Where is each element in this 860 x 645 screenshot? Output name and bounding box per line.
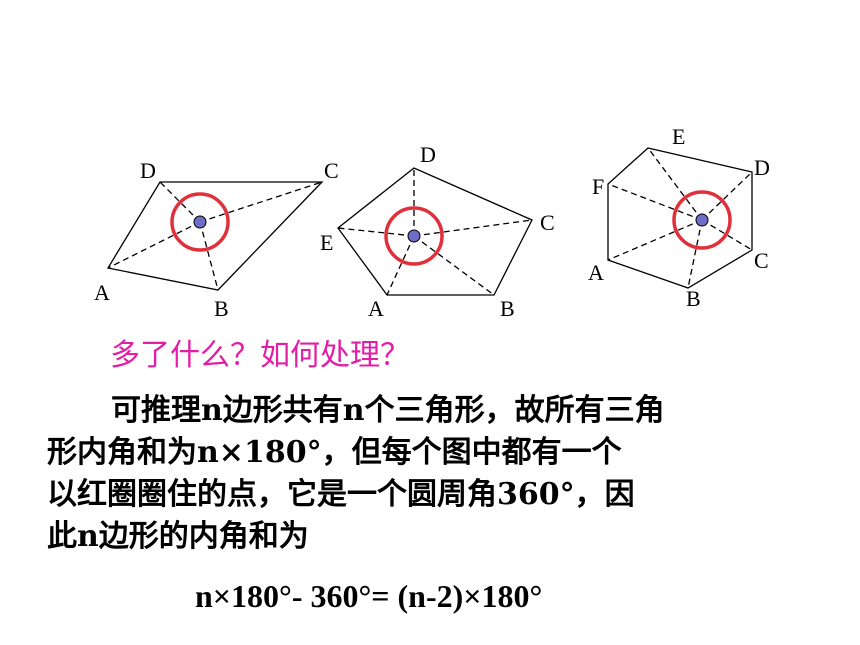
quad-dash-a xyxy=(107,221,201,269)
quad-dash-b xyxy=(199,221,219,291)
quad-label-a: A xyxy=(94,280,110,305)
polygon-figures: A B C D A B C D E xyxy=(94,124,770,321)
hex-dash-b xyxy=(687,219,703,289)
pent-label-b: B xyxy=(500,296,515,321)
quad-dash-c xyxy=(199,181,323,223)
explanation-paragraph: 可推理n边形共有n个三角形，故所有三角 形内角和为n×180°，但每个图中都有一… xyxy=(47,390,837,558)
pentagon-outline xyxy=(337,167,533,296)
pent-label-e: E xyxy=(320,230,333,255)
hex-label-d: D xyxy=(754,155,770,180)
explanation-line-3: 以红圈圈住的点，它是一个圆周角360°，因 xyxy=(47,477,635,512)
hex-label-a: A xyxy=(588,260,604,285)
hex-label-e: E xyxy=(672,124,685,149)
explanation-line-1: 可推理n边形共有n个三角形，故所有三角 xyxy=(111,393,665,428)
pent-label-d: D xyxy=(420,142,436,167)
quad-center-dot xyxy=(193,215,207,229)
quad-red-circle xyxy=(170,192,230,252)
pent-dash-b xyxy=(413,235,495,296)
hex-dash-d xyxy=(701,171,753,221)
hex-label-c: C xyxy=(754,248,769,273)
pent-dash-c xyxy=(413,219,533,237)
hex-center-dot xyxy=(695,213,709,227)
hex-dash-a xyxy=(607,219,703,261)
question-text: 多了什么？如何处理？ xyxy=(110,338,410,373)
hex-dash-e xyxy=(647,147,703,221)
pent-dash-a xyxy=(386,235,415,296)
pent-label-c: C xyxy=(540,210,555,235)
pent-center-dot xyxy=(407,229,421,243)
quadrilateral-figure: A B C D xyxy=(94,158,339,321)
pent-red-circle xyxy=(384,206,444,266)
hex-label-f: F xyxy=(592,174,604,199)
pentagon-figure: A B C D E xyxy=(320,142,555,321)
quad-label-c: C xyxy=(324,158,339,183)
formula-text: n×180°- 360°= (n-2)×180° xyxy=(195,578,543,614)
pent-label-a: A xyxy=(368,296,384,321)
quadrilateral-outline xyxy=(106,181,324,291)
hex-dash-f xyxy=(607,183,703,221)
quad-label-d: D xyxy=(140,158,156,183)
pent-dash-e xyxy=(337,227,415,237)
explanation-line-4: 此n边形的内角和为 xyxy=(47,519,309,554)
hex-red-circle xyxy=(672,190,732,250)
quad-label-b: B xyxy=(214,296,229,321)
hex-label-b: B xyxy=(686,286,701,311)
hexagon-figure: A B C D E F xyxy=(588,124,770,311)
explanation-line-2: 形内角和为n×180°，但每个图中都有一个 xyxy=(47,435,622,470)
